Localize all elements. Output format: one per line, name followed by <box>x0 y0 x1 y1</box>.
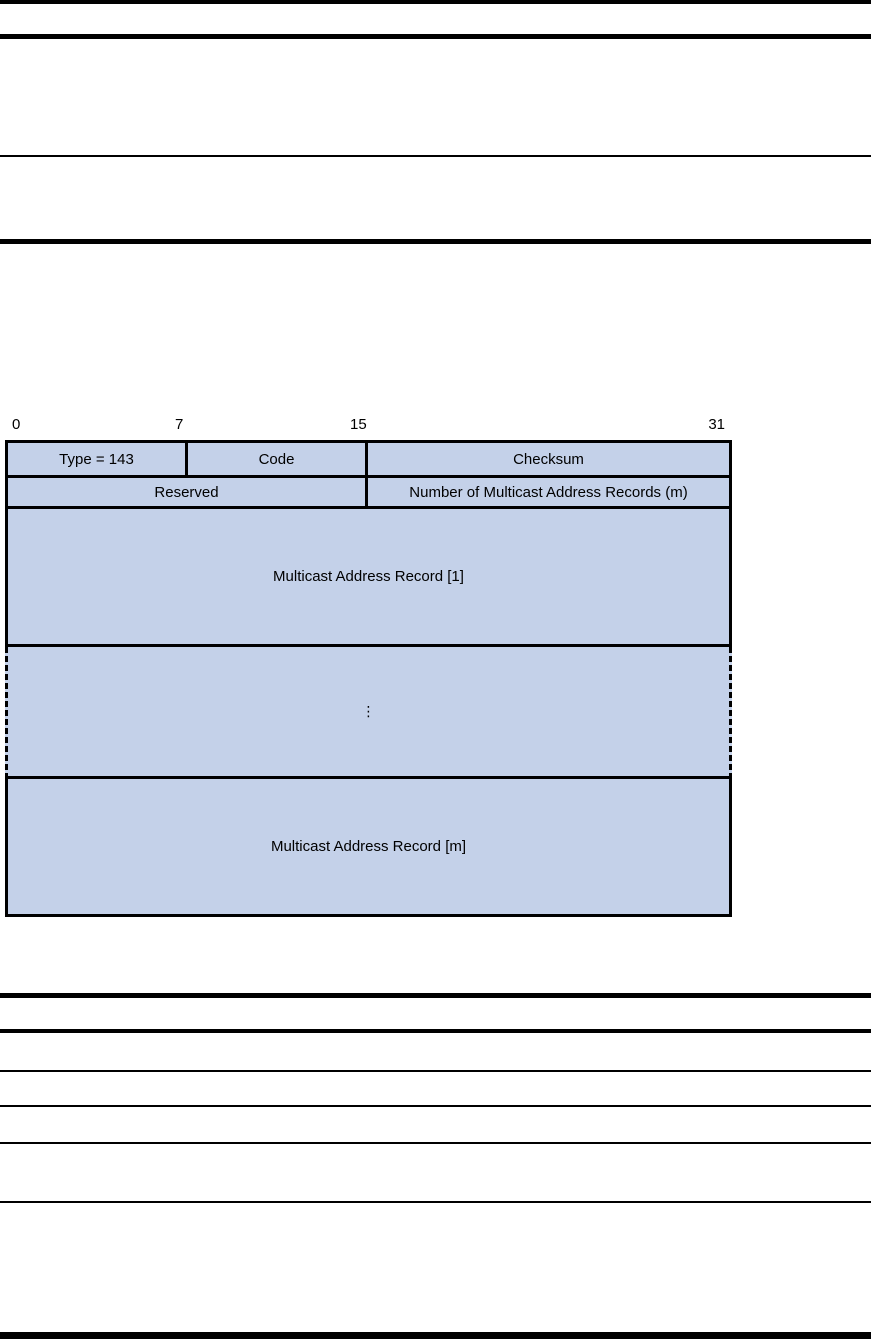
field-type: Type = 143 <box>8 443 188 475</box>
field-number-of-records: Number of Multicast Address Records (m) <box>409 483 688 501</box>
packet-format-diagram: 0 7 15 31 Type = 143 Code Checksum Reser… <box>5 414 732 917</box>
horizontal-rule-header-bottom <box>0 34 871 39</box>
bit-label-15: 15 <box>350 416 367 433</box>
packet-table: Type = 143 Code Checksum Reserved Number… <box>5 440 732 917</box>
bit-label-0: 0 <box>12 416 21 433</box>
horizontal-rule-table-header <box>0 1029 871 1033</box>
packet-row-1: Type = 143 Code Checksum <box>5 440 732 478</box>
horizontal-rule-top <box>0 0 871 4</box>
vertical-ellipsis: ⋮ <box>361 703 376 720</box>
horizontal-rule-table-top <box>0 993 871 998</box>
bit-label-31: 31 <box>708 416 725 433</box>
horizontal-rule-table-row-3 <box>0 1142 871 1144</box>
horizontal-rule-page-bottom <box>0 1332 871 1339</box>
field-multicast-address-record-1: Multicast Address Record [1] <box>5 509 732 647</box>
horizontal-rule-table-row-4 <box>0 1201 871 1203</box>
packet-row-2: Reserved Number of Multicast Address Rec… <box>5 478 732 509</box>
horizontal-rule-table-row-2 <box>0 1105 871 1107</box>
field-multicast-address-record-m: Multicast Address Record [m] <box>5 779 732 917</box>
ellipsis-row: ⋮ <box>5 647 732 779</box>
bit-scale: 0 7 15 31 <box>5 414 732 440</box>
horizontal-rule-table-row-1 <box>0 1070 871 1072</box>
bit-label-7: 7 <box>175 416 184 433</box>
horizontal-rule-thin-1 <box>0 155 871 157</box>
field-checksum: Checksum <box>513 450 584 468</box>
field-code: Code <box>188 443 368 475</box>
field-reserved: Reserved <box>8 478 368 506</box>
horizontal-rule-thick-1 <box>0 239 871 244</box>
